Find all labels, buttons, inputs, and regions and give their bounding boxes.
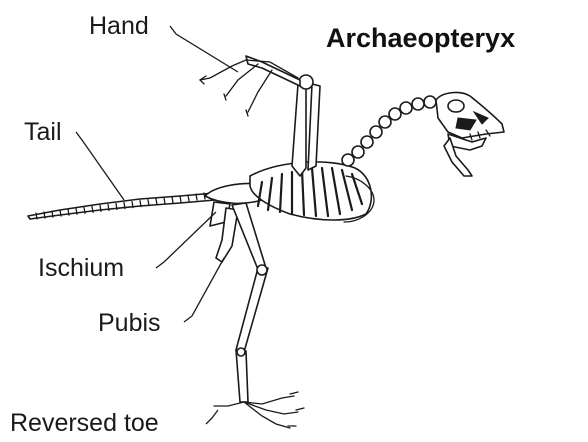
pubis-leader-line [184,258,224,322]
tail-leader-line [76,132,124,200]
leg-bones [232,203,268,402]
label-ischium: Ischium [38,254,124,282]
label-reversed-toe: Reversed toe [10,409,159,437]
reversed-toe-callout: Reversed toe [10,409,218,437]
foot-bones [214,392,304,428]
ischium-callout: Ischium [38,212,216,282]
reversed-toe-leader-line [206,410,218,424]
ischium-leader-line [156,212,216,268]
hand-callout: Hand [89,12,238,72]
diagram-title: Archaeopteryx [326,23,515,53]
rib-cage [250,162,374,222]
skeleton-illustration [28,56,504,428]
neck-bones [342,96,436,166]
hand-leader-line [170,26,238,72]
skull [436,93,504,176]
tail-callout: Tail [24,118,124,200]
label-pubis: Pubis [98,309,161,337]
wing-bones [200,56,320,176]
label-tail: Tail [24,118,62,146]
label-hand: Hand [89,12,149,40]
